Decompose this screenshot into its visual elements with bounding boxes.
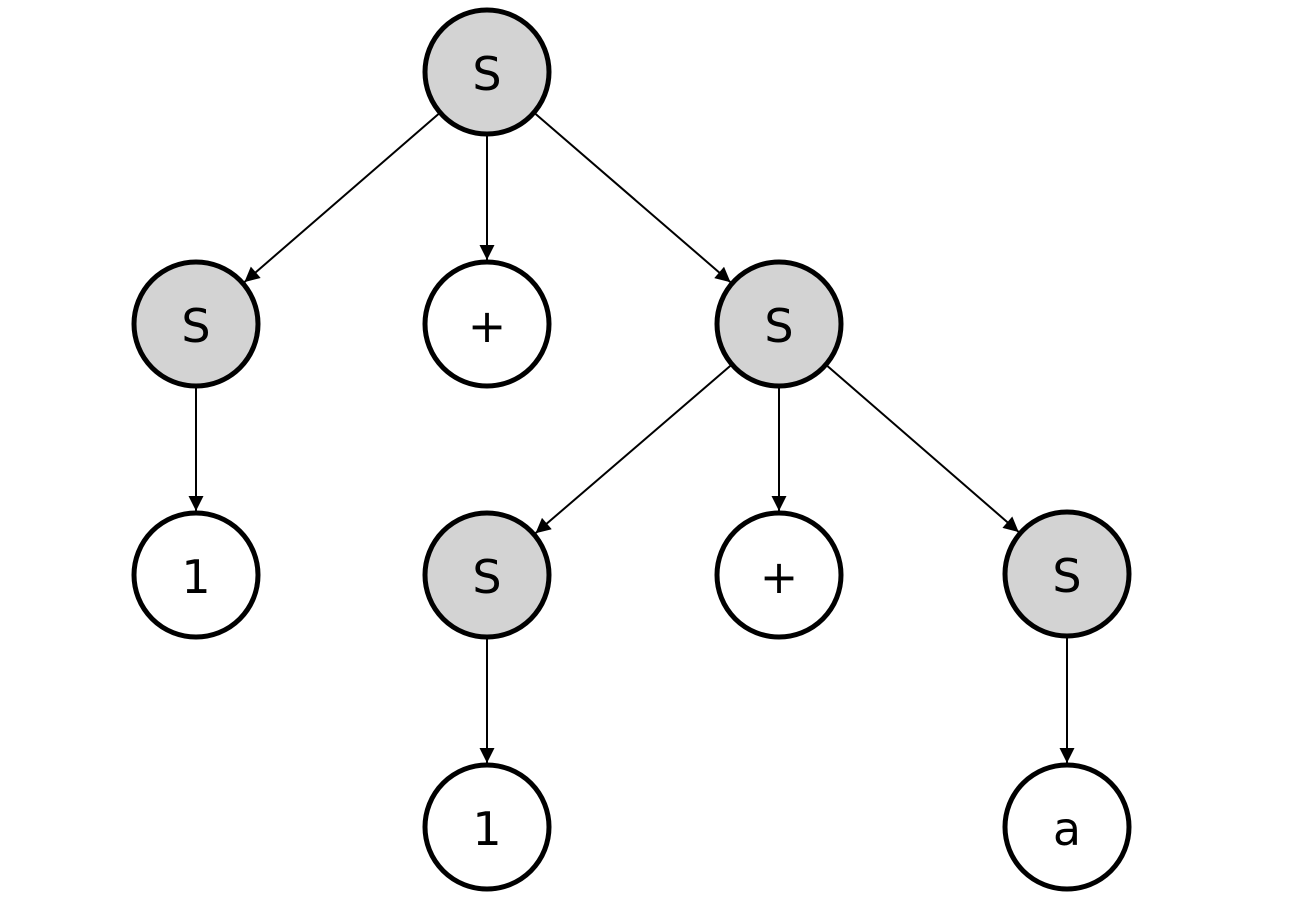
node-label: S xyxy=(1052,549,1081,603)
tree-node-one-mid: 1 xyxy=(422,762,552,892)
node-circle-nonterminal xyxy=(422,510,552,640)
edge-s-root-to-s-left xyxy=(243,111,441,283)
node-label: + xyxy=(760,550,799,604)
node-label: + xyxy=(468,299,507,353)
tree-node-plus-right: + xyxy=(714,510,844,640)
tree-node-one-left: 1 xyxy=(131,510,261,640)
node-circle-terminal xyxy=(422,762,552,892)
node-circle-terminal xyxy=(131,510,261,640)
tree-node-s-left: S xyxy=(131,259,261,389)
tree-node-a-leaf: a xyxy=(1002,762,1132,892)
edge-s-right-to-s-mid xyxy=(534,363,733,535)
node-label: S xyxy=(764,299,793,353)
tree-node-s-far-right: S xyxy=(1002,509,1132,639)
tree-node-s-mid: S xyxy=(422,510,552,640)
edge-s-root-to-s-right xyxy=(533,111,732,283)
node-circle-terminal xyxy=(422,259,552,389)
node-label: S xyxy=(472,550,501,604)
tree-node-plus-mid: + xyxy=(422,259,552,389)
node-label: 1 xyxy=(181,550,210,604)
node-circle-terminal xyxy=(1002,762,1132,892)
node-circle-nonterminal xyxy=(714,259,844,389)
nodes-layer: S S + S 1 S + S 1 a xyxy=(131,7,1132,892)
node-circle-nonterminal xyxy=(131,259,261,389)
node-label: S xyxy=(181,299,210,353)
node-label: S xyxy=(472,47,501,101)
node-circle-terminal xyxy=(714,510,844,640)
node-circle-nonterminal xyxy=(1002,509,1132,639)
edges-layer xyxy=(188,111,1075,763)
tree-node-s-root: S xyxy=(422,7,552,137)
node-label: a xyxy=(1053,802,1081,856)
node-label: 1 xyxy=(472,802,501,856)
edge-s-right-to-s-far-right xyxy=(825,363,1020,533)
tree-node-s-right: S xyxy=(714,259,844,389)
node-circle-nonterminal xyxy=(422,7,552,137)
